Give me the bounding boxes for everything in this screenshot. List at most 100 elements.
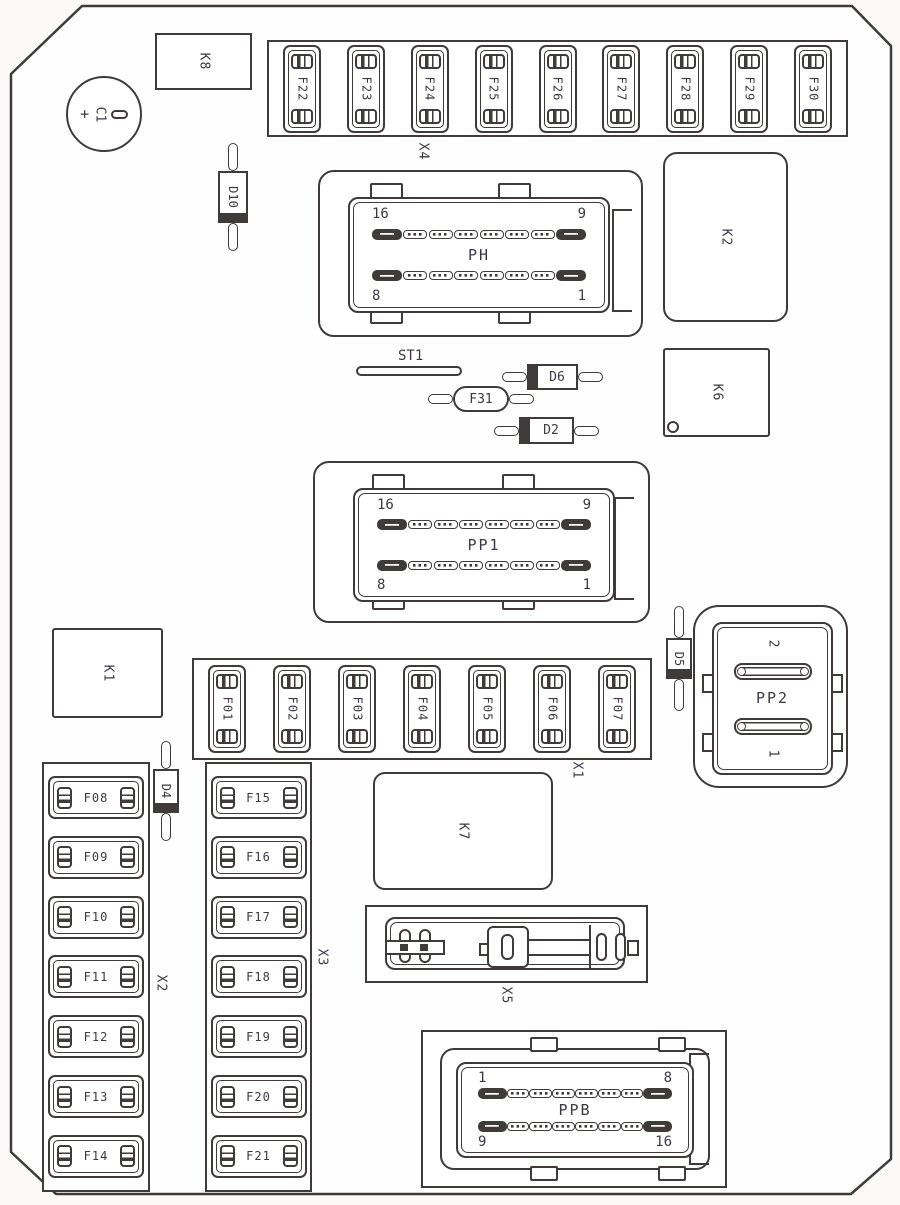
ppb-pin-row (478, 1088, 672, 1100)
x5-pin (615, 933, 626, 961)
fuse-terminal (57, 1025, 72, 1048)
connector-pin (529, 1089, 553, 1099)
pp1-pin-number-bottom-left: 8 (377, 577, 386, 593)
diode-d5-label: D5 (671, 651, 686, 666)
fuse: F04 (403, 665, 441, 753)
connector-pin (372, 270, 402, 282)
fuse-terminal (219, 1085, 235, 1108)
connector-pin (377, 559, 407, 571)
pp1-pin-row (377, 559, 591, 571)
fuse-terminal (219, 1025, 235, 1048)
fuse-terminal (476, 674, 498, 689)
connector-pin (530, 229, 555, 239)
fuse-terminal (57, 965, 72, 988)
fuse: F14 (48, 1134, 144, 1178)
fuse-label: F14 (83, 1149, 109, 1164)
fuse-terminal (120, 1145, 135, 1168)
fuse-label: F01 (220, 696, 234, 722)
connector-tab (530, 1037, 558, 1052)
diode-d2-label: D2 (543, 423, 559, 438)
connector-pp1: 16 9 PP1 8 1 (313, 461, 650, 623)
ph-pin-number-bottom-left: 8 (372, 288, 381, 304)
pp1-pin-row (377, 519, 591, 531)
fuse-label: F20 (246, 1089, 271, 1104)
fuse: F17 (210, 895, 307, 939)
fuse-terminal (291, 108, 313, 124)
ph-pin-row (372, 270, 586, 282)
fuse: F07 (598, 665, 636, 753)
connector-pin (530, 271, 555, 281)
fuse: F08 (48, 776, 144, 819)
fuse-terminal (282, 906, 298, 929)
pp2-pin-number-top: 2 (764, 639, 780, 648)
ph-pin-number-bottom-right: 1 (577, 288, 586, 304)
diode-d5: D5 (666, 606, 692, 711)
fuse: F16 (210, 835, 307, 879)
fuse-terminal (354, 108, 377, 124)
diode-lead (574, 425, 599, 436)
fuse-terminal (291, 53, 313, 69)
x5-key-bar (385, 940, 445, 955)
fuse-terminal (282, 1025, 298, 1048)
fuse: F23 (346, 44, 385, 133)
fuse-terminal (219, 906, 235, 929)
fuse-label: F08 (83, 790, 109, 805)
fuse: F15 (210, 776, 307, 819)
connector-pin (643, 1088, 672, 1100)
connector-pin (377, 519, 407, 531)
connector-pin (529, 1121, 553, 1131)
fuse-terminal (802, 53, 824, 69)
connector-pp1-label: PP1 (467, 535, 501, 554)
diode-d4-label: D4 (158, 783, 173, 799)
fuse-f31: F31 (428, 386, 534, 412)
diode-lead (228, 143, 238, 171)
connector-ph: 16 9 PH 8 1 (318, 170, 643, 337)
pp1-pin-number-top-right: 9 (582, 497, 591, 513)
ppb-pin-number-bottom-left: 9 (478, 1134, 487, 1150)
connector-pin (560, 519, 591, 531)
fuse: F13 (48, 1075, 144, 1119)
connector-pin (478, 1088, 507, 1100)
fuse-terminal (120, 906, 135, 929)
relay-k7: K7 (373, 772, 553, 890)
strap-st1-bar (356, 366, 462, 376)
fuse: F18 (210, 955, 307, 999)
fuse-label: F05 (480, 696, 494, 722)
relay-k1: K1 (52, 628, 163, 718)
diode-d4: D4 (153, 741, 179, 841)
connector-pin (643, 1120, 672, 1132)
connector-pin (597, 1121, 621, 1131)
fuse-label: F13 (83, 1089, 109, 1104)
fuse-terminal (219, 1145, 235, 1168)
fuse-f31-label: F31 (453, 386, 509, 412)
fuse: F20 (210, 1075, 307, 1119)
fuse-terminal (354, 53, 377, 69)
fuse-terminal (216, 674, 238, 689)
connector-pin (479, 229, 504, 239)
relay-k8-label: K8 (196, 52, 211, 71)
connector-pin (560, 559, 591, 571)
fuse-lead (509, 394, 534, 404)
fuse-label: F16 (246, 850, 271, 865)
relay-k2-label: K2 (718, 228, 733, 246)
fuse-label: F12 (83, 1029, 109, 1044)
connector-pin (454, 229, 479, 239)
fuse: F10 (48, 895, 144, 939)
fuse-label: F24 (422, 76, 437, 101)
fuse-label: F11 (83, 969, 109, 984)
fuse-terminal (411, 674, 433, 689)
fuse-strip-x3: F15 F16 F17 (205, 762, 312, 1192)
fuse: F27 (602, 44, 641, 133)
fuse-label: F17 (246, 910, 271, 925)
diode-d10: D10 (218, 143, 248, 251)
fuse-terminal (606, 674, 628, 689)
fuse: F30 (794, 44, 832, 133)
connector-pin (479, 271, 504, 281)
fuse: F26 (538, 44, 577, 133)
connector-pin (459, 560, 484, 570)
pp1-pin-number-bottom-right: 1 (582, 577, 591, 593)
connector-pin (372, 228, 402, 240)
fuse: F24 (410, 44, 449, 133)
connector-x5-body (385, 917, 639, 970)
